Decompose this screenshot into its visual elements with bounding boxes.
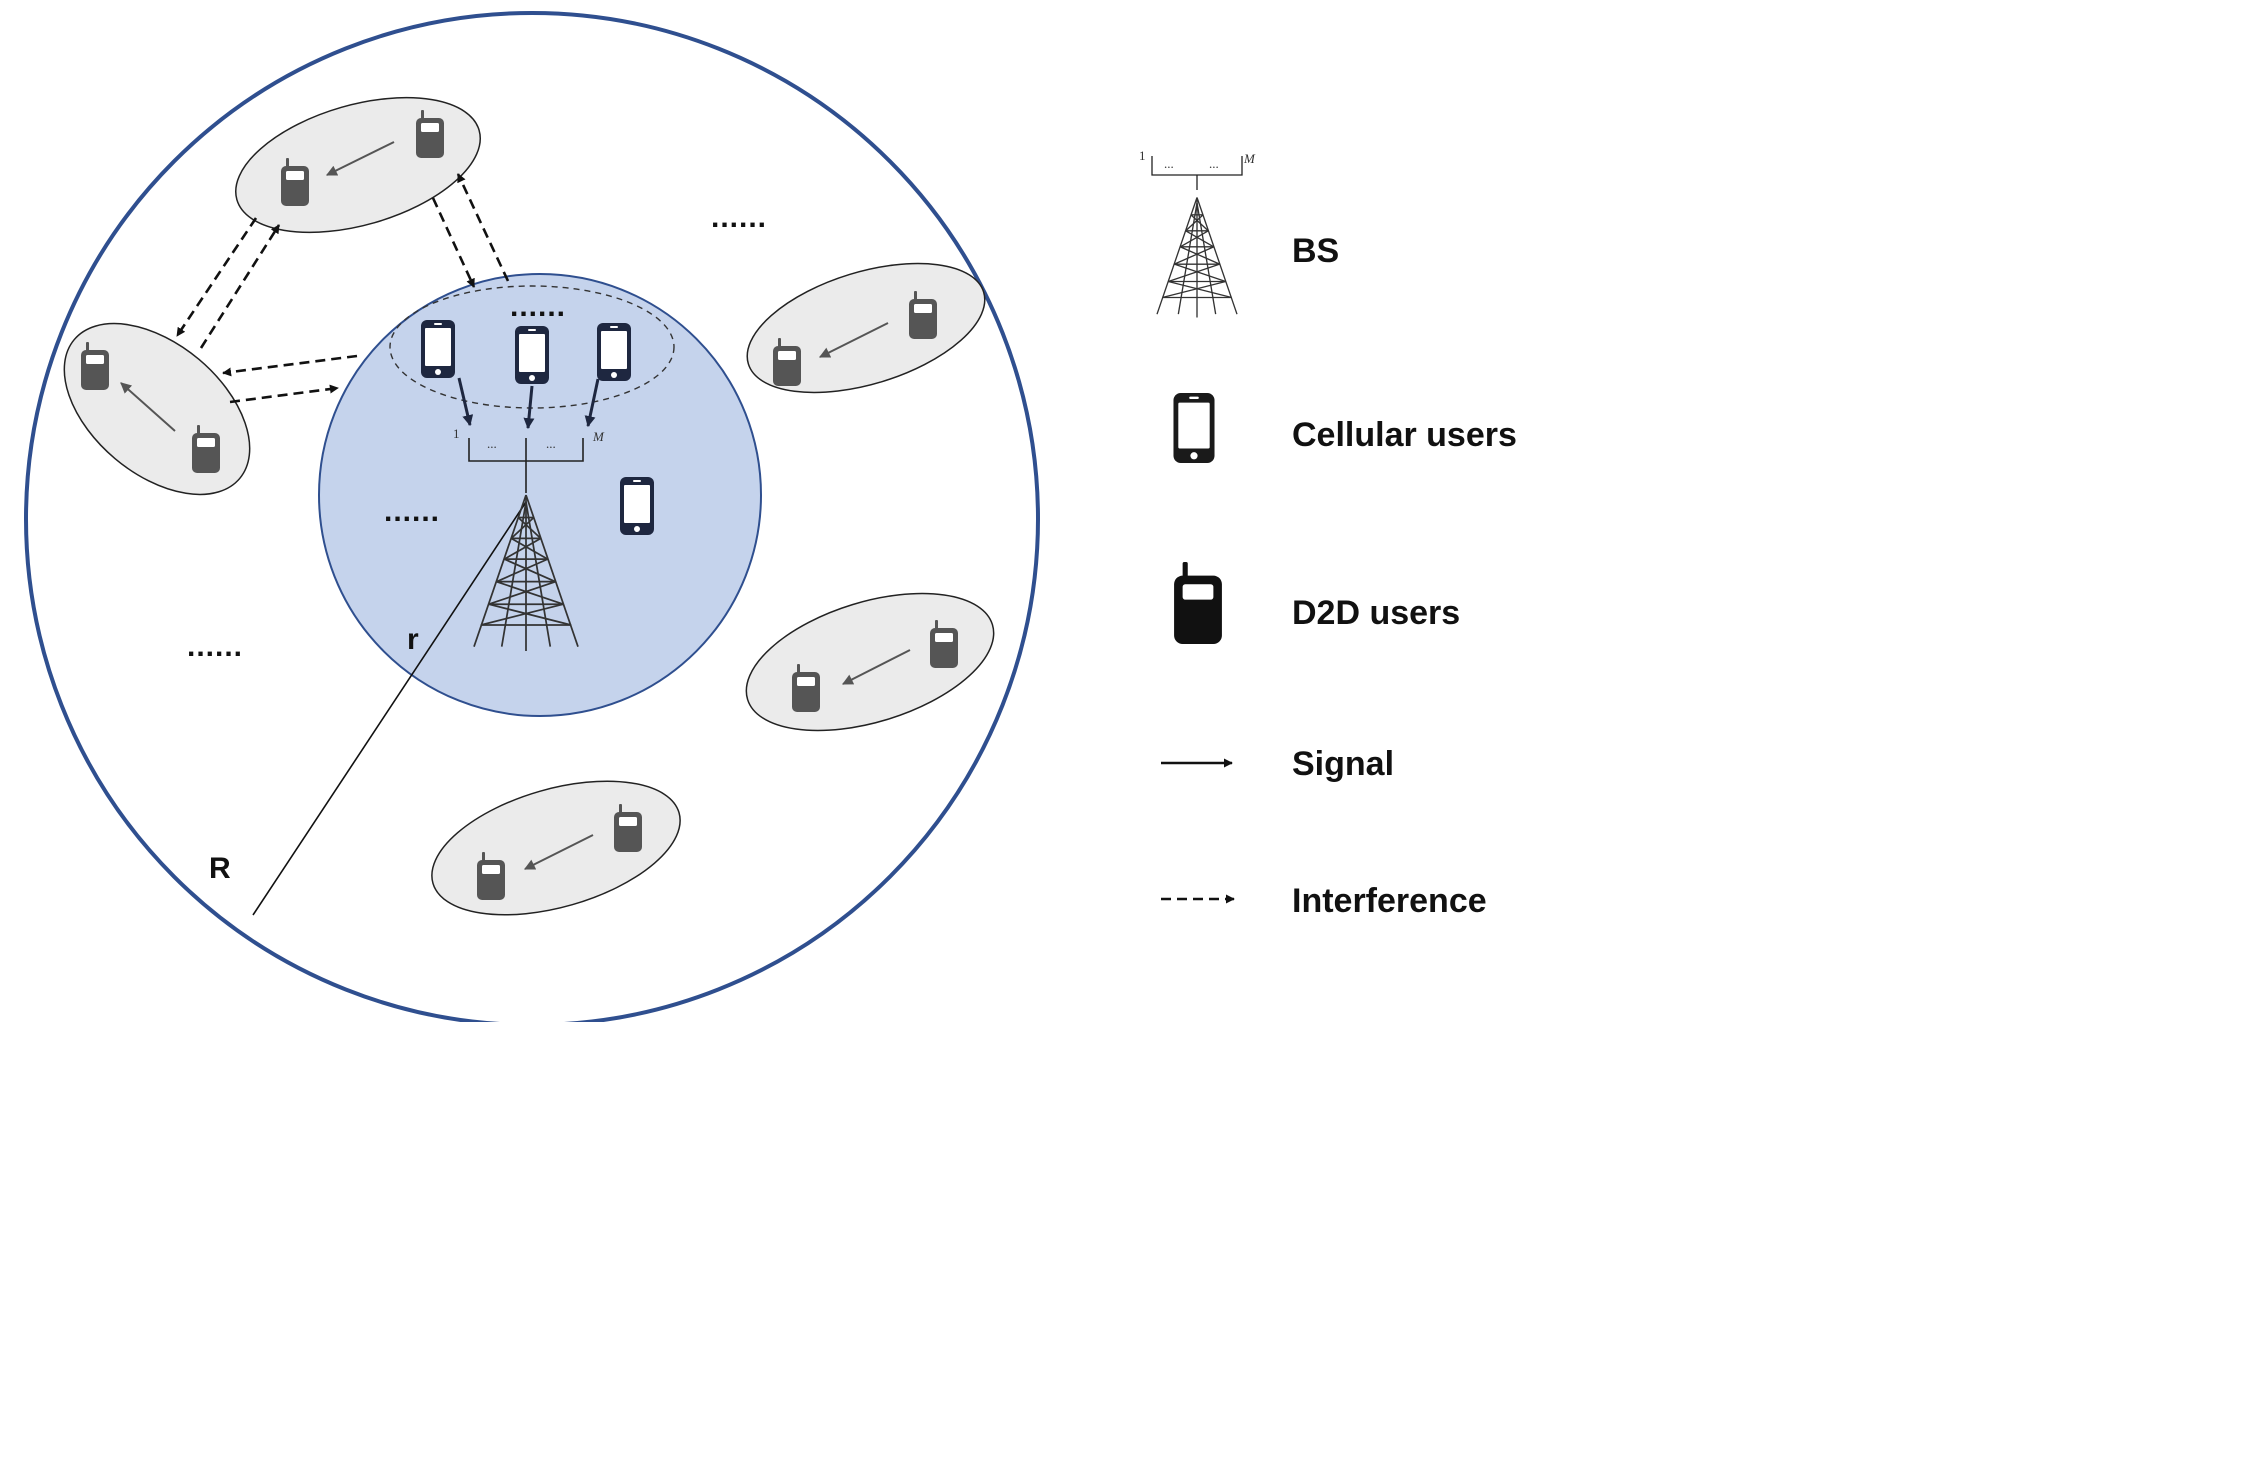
signal-arrow (457, 377, 474, 427)
legend-bs-label: BS (1292, 232, 1339, 270)
interference-arrow (222, 354, 358, 377)
interference-arrow (199, 224, 281, 349)
signal-arrow (326, 141, 395, 176)
ellipsis-cellular-group: ...... (510, 290, 566, 323)
legend-cellular-user-icon (1173, 393, 1215, 463)
signal-arrow (524, 834, 594, 870)
signal-arrow (584, 378, 600, 428)
signal-arrow (819, 322, 889, 358)
svg-text:M: M (1243, 151, 1256, 166)
legend-d2d-user-icon (1174, 562, 1222, 644)
ellipsis-lower-left: ...... (187, 630, 243, 663)
inner-region-disc (318, 273, 762, 717)
legend-d2d-users-label: D2D users (1292, 594, 1460, 632)
ellipsis-upper-right: ...... (711, 201, 767, 234)
base-station: 1 M ... ... (453, 426, 605, 652)
cellular-user-icon (421, 320, 455, 378)
svg-text:1: 1 (1139, 148, 1146, 163)
d2d-pair-left (63, 322, 251, 496)
legend-cellular-users-label: Cellular users (1292, 416, 1517, 454)
legend-interference-label: Interference (1292, 882, 1487, 920)
interference-arrow (229, 384, 339, 404)
signal-arrow (842, 649, 911, 685)
interference-arrow (456, 173, 510, 282)
radius-R-line (252, 501, 527, 916)
cellular-user-icon (597, 323, 631, 381)
legend-signal-label: Signal (1292, 745, 1394, 783)
interference-arrows (175, 173, 510, 404)
antenna-first-index: 1 (453, 426, 460, 441)
antenna-ellipsis: ... (546, 436, 556, 451)
antenna-ellipsis: ... (487, 436, 497, 451)
interference-arrow (175, 217, 258, 337)
d2d-pair-right-lower (745, 592, 995, 732)
signal-arrow (523, 385, 535, 430)
ellipsis-inner-left: ...... (384, 495, 440, 528)
signal-arrow (120, 382, 176, 432)
legend: 1 M ... ... BS Cellular users D2D users … (1139, 148, 1517, 920)
d2d-system-model-diagram: R r (24, 11, 1517, 1022)
svg-text:...: ... (1164, 156, 1174, 171)
cellular-user-icon (620, 477, 654, 535)
antenna-last-index: M (592, 429, 605, 444)
svg-text:...: ... (1209, 156, 1219, 171)
uplink-signal-arrows (457, 377, 600, 430)
d2d-pair-top (235, 96, 481, 234)
d2d-pair-bottom (431, 780, 681, 916)
cellular-user-icon (515, 326, 549, 384)
interference-arrow (431, 197, 476, 288)
inner-radius-label: r (407, 623, 419, 656)
cellular-user-group-ellipse (389, 285, 675, 409)
legend-bs-icon: 1 M ... ... (1139, 148, 1256, 319)
d2d-pair-right-upper (746, 262, 986, 394)
outer-radius-label: R (209, 852, 231, 885)
